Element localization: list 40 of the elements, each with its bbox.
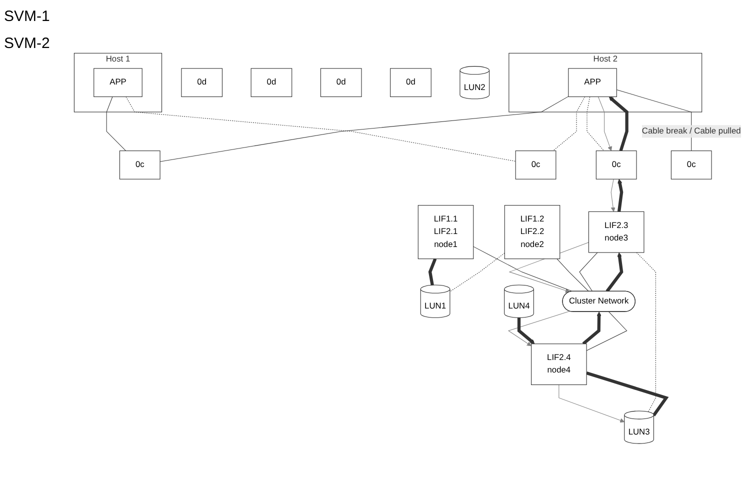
node-box: 0d <box>250 68 292 97</box>
connector <box>160 96 569 162</box>
arrow <box>508 310 570 346</box>
connector <box>126 96 516 162</box>
node-box: 0c <box>515 150 556 179</box>
arrow <box>508 242 589 292</box>
connector <box>428 258 437 285</box>
connector <box>556 258 589 292</box>
connector <box>586 371 669 416</box>
arrow <box>608 96 628 151</box>
connector <box>586 311 628 351</box>
node-box: LIF1.2 LIF2.2 node2 <box>504 204 560 259</box>
band-label: SVM-2 <box>4 35 51 52</box>
node-box: LIF2.3 node3 <box>588 210 644 252</box>
band-label: SVM-1 <box>4 8 51 25</box>
node-box: 0d <box>320 68 362 97</box>
arrow <box>582 311 602 345</box>
arrow <box>610 178 616 212</box>
edge-label: Cable break / Cable pulled <box>642 126 741 136</box>
connector <box>450 252 505 292</box>
connector <box>552 96 586 151</box>
node-box: 0c <box>119 150 160 179</box>
connector <box>473 246 573 292</box>
node-box: LIF1.1 LIF2.1 node1 <box>418 204 474 259</box>
node-box: APP <box>568 68 617 97</box>
node-box: 0d <box>390 68 432 97</box>
connector <box>106 96 126 151</box>
connector <box>616 89 692 151</box>
connector <box>636 252 656 412</box>
connector <box>586 96 604 151</box>
node-box: 0c <box>596 150 637 179</box>
arrow <box>598 96 612 151</box>
arrow <box>606 252 624 292</box>
node-box: 0c <box>670 150 712 179</box>
arrow <box>558 384 625 422</box>
arrow <box>517 317 535 344</box>
node-box: 0d <box>181 68 222 97</box>
arrow <box>617 178 624 212</box>
node-box: APP <box>94 68 142 97</box>
node-box: LIF2.4 node4 <box>531 343 587 385</box>
